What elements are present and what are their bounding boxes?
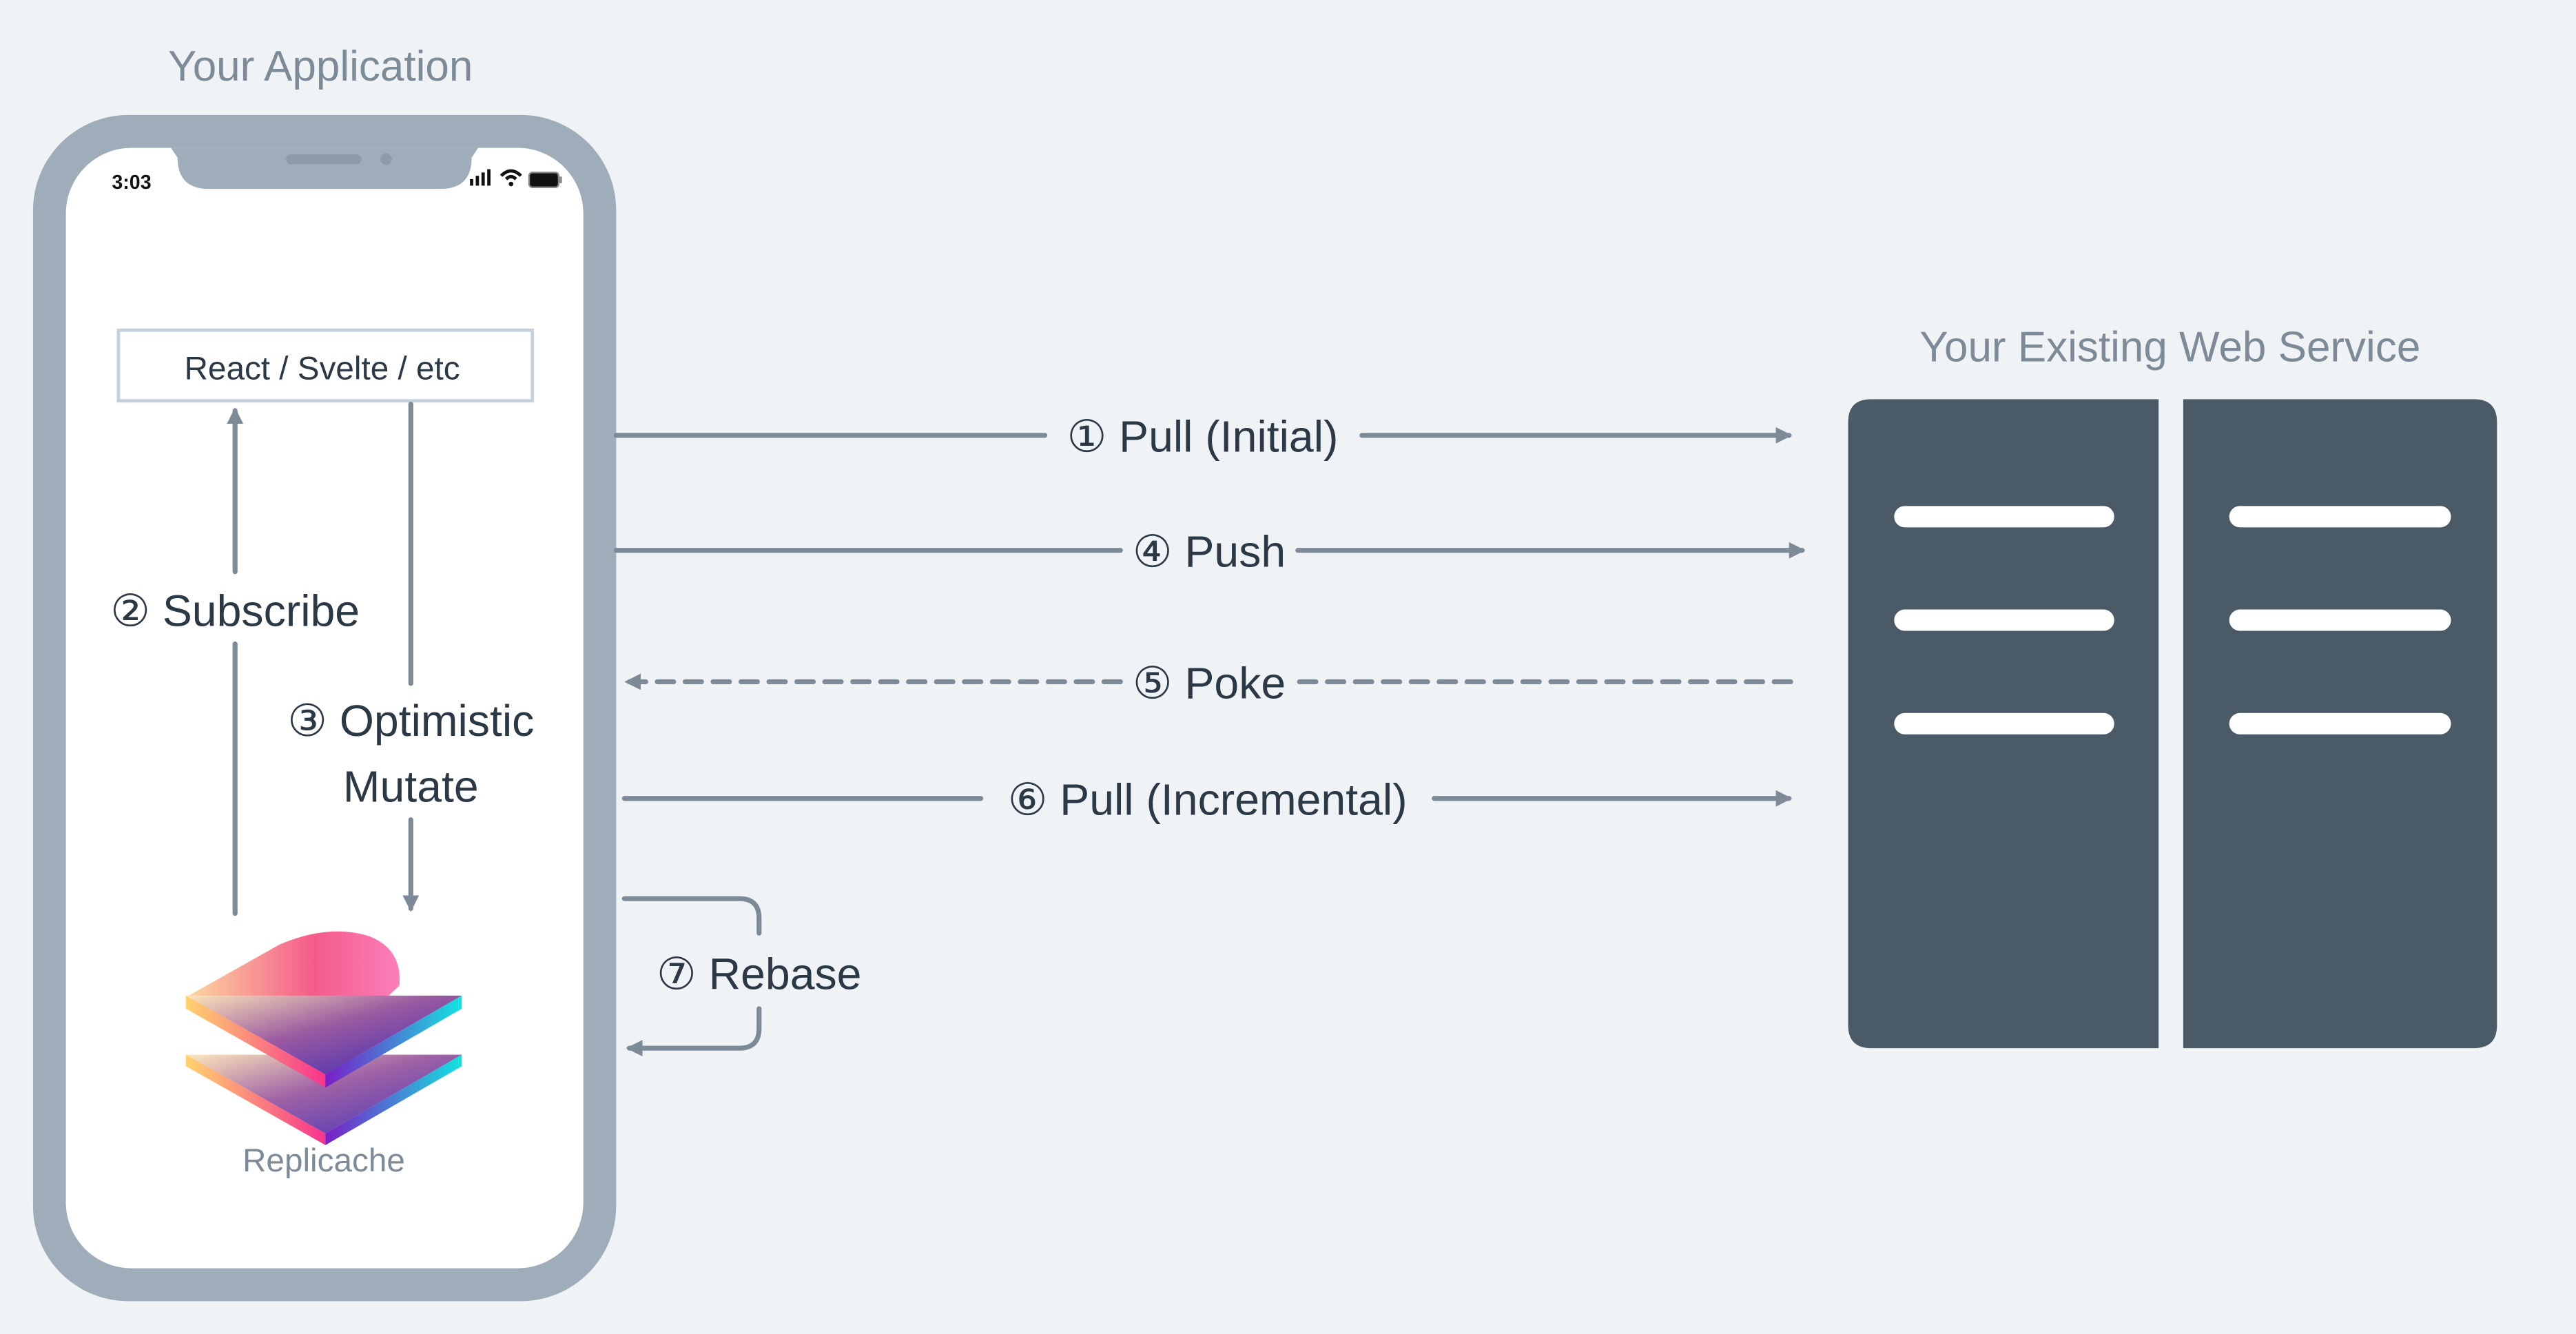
rebase-label: ⑦ Rebase [657, 949, 861, 998]
rebase-arrow-top [621, 896, 762, 936]
push-label: ④ Push [1133, 527, 1286, 577]
status-time: 3:03 [112, 172, 151, 194]
poke-label: ⑤ Poke [1133, 658, 1286, 708]
replicache-caption: Replicache [243, 1142, 405, 1179]
phone-notch [171, 147, 479, 189]
replicache-logo [185, 931, 462, 1145]
subscribe-label: ② Subscribe [110, 586, 360, 635]
server-icon [1848, 399, 2497, 1049]
phone-frame [32, 114, 617, 1302]
mutate-label-2: Mutate [343, 762, 479, 812]
battery-icon [528, 172, 562, 188]
mutate-label-1: ③ Optimistic [287, 696, 534, 746]
pull-initial-label: ① Pull (Initial) [1067, 412, 1339, 462]
framework-box [116, 328, 535, 403]
wifi-icon [499, 169, 522, 187]
camera-icon [380, 153, 392, 165]
signal-icon [470, 169, 491, 186]
speaker-icon [286, 154, 362, 165]
framework-label: React / Svelte / etc [185, 351, 460, 387]
server-title: Your Existing Web Service [1919, 324, 2420, 371]
rebase-arrow [626, 1006, 762, 1057]
app-title: Your Application [168, 43, 473, 90]
pull-incremental-label: ⑥ Pull (Incremental) [1008, 775, 1408, 825]
